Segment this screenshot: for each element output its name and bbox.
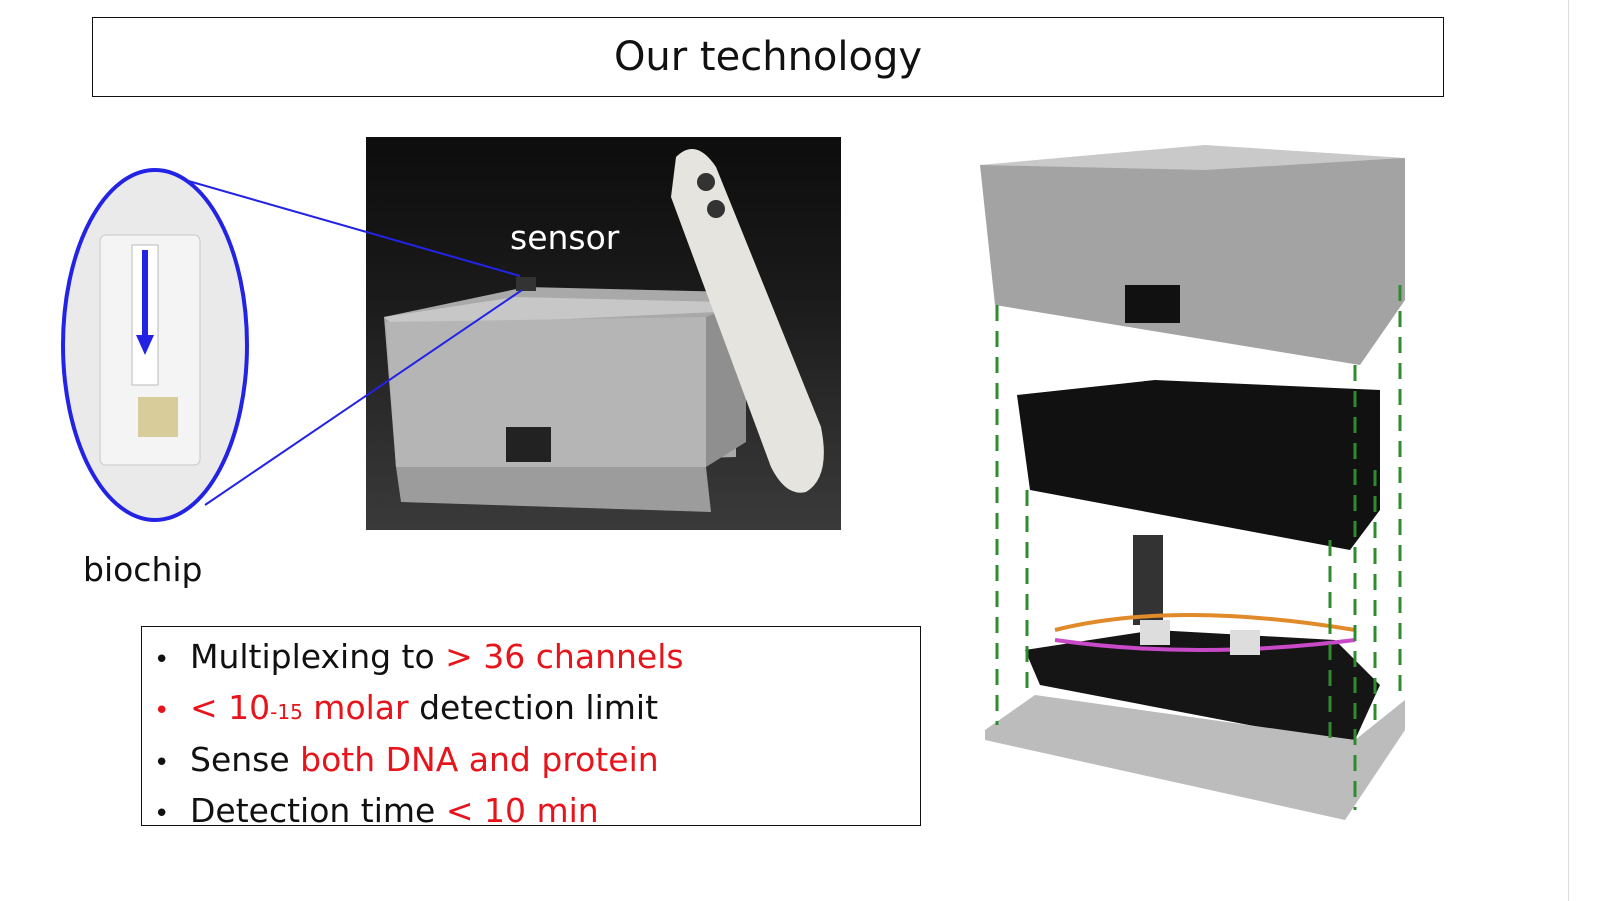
exploded-device-image <box>980 145 1405 820</box>
bullet-dot: • <box>154 696 170 726</box>
biochip-label: biochip <box>83 550 203 589</box>
bullet-dot: • <box>154 645 170 675</box>
feature-text: detection limit <box>408 688 659 727</box>
feature-list: • Multiplexing to > 36 channels • < 10-1… <box>141 626 921 830</box>
feature-highlight: < 10 min <box>445 791 599 830</box>
bullet-dot: • <box>154 748 170 778</box>
title-box: Our technology <box>92 17 1444 97</box>
feature-highlight: both DNA and protein <box>300 740 659 779</box>
sensor-label: sensor <box>510 218 620 257</box>
feature-item: • Sense both DNA and protein <box>154 736 920 787</box>
feature-text: Sense <box>190 740 301 779</box>
device-photo <box>366 137 841 530</box>
feature-highlight: > 36 channels <box>445 637 684 676</box>
device-with-phone-image <box>384 149 824 512</box>
feature-highlight: molar <box>302 688 409 727</box>
feature-text: Detection time <box>190 791 446 830</box>
feature-item: • Detection time < 10 min <box>154 787 920 838</box>
feature-item: • < 10-15 molar detection limit <box>154 684 920 736</box>
feature-text: Multiplexing to <box>190 637 446 676</box>
feature-item: • Multiplexing to > 36 channels <box>154 633 920 684</box>
feature-highlight: < 10 <box>190 688 271 727</box>
bullet-dot: • <box>154 799 170 829</box>
slide-title: Our technology <box>613 34 923 80</box>
exponent: -15 <box>270 700 303 724</box>
